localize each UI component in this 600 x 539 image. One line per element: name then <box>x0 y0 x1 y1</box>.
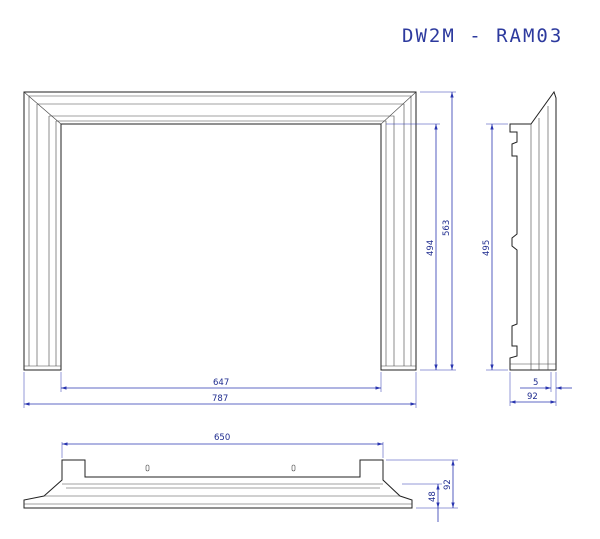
front-frame-moulding-2 <box>36 103 405 366</box>
front-dimensions: 647 787 494 563 <box>23 91 456 408</box>
bottom-slot-right <box>291 464 296 472</box>
front-mitre-right <box>380 91 417 125</box>
side-profile-outline <box>509 90 557 371</box>
dim-label-front-inner-height: 494 <box>426 240 436 256</box>
bottom-plate-outline <box>23 459 413 509</box>
front-view <box>23 91 417 371</box>
front-frame-moulding-4 <box>55 120 387 366</box>
bottom-dimensions: 650 92 48 <box>61 433 458 522</box>
front-frame-outline <box>23 91 417 371</box>
dim-label-front-outer-width: 787 <box>212 394 228 404</box>
front-frame-moulding-3 <box>48 115 395 366</box>
front-frame-moulding-1 <box>28 95 412 366</box>
side-dimensions: 495 5 92 <box>482 123 572 406</box>
dim-label-side-depth: 92 <box>527 392 538 402</box>
bottom-slot-left <box>145 464 150 472</box>
dim-label-front-outer-height: 563 <box>442 220 452 236</box>
dim-label-front-inner-width: 647 <box>213 378 229 388</box>
dim-label-bottom-height: 48 <box>428 491 438 502</box>
bottom-view <box>23 459 413 509</box>
drawing-title: DW2M - RAM03 <box>402 25 563 47</box>
side-view <box>509 90 557 371</box>
dim-label-bottom-depth: 92 <box>443 479 453 490</box>
dim-label-bottom-width: 650 <box>214 433 230 443</box>
front-mitre-left <box>23 91 62 125</box>
dim-label-side-offset: 5 <box>533 378 538 388</box>
dim-label-side-height: 495 <box>482 240 492 256</box>
